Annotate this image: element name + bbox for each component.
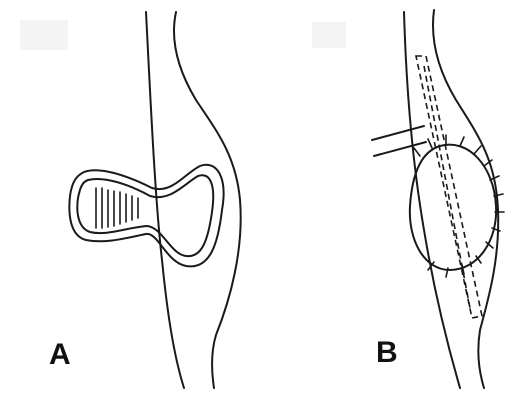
scan-smudge-a [20,20,68,50]
panel-a-drawing [69,12,240,388]
panel-b-drawing [372,10,504,388]
panel-b-tube-upper [372,126,424,140]
scan-smudge-b [312,22,346,48]
panel-b-right-contour [433,10,498,388]
panel-a-right-contour [174,12,241,388]
panel-a-hatching [96,188,138,228]
panel-a-label: A [49,340,71,370]
panel-b-oval-pouch [410,145,496,270]
panel-b-label: B [376,338,398,368]
panel-b-dashed-prosthesis [416,56,482,318]
panel-b-left-contour [404,12,460,388]
panel-a-left-contour [146,12,184,388]
panel-a-inner-outline [77,175,213,256]
